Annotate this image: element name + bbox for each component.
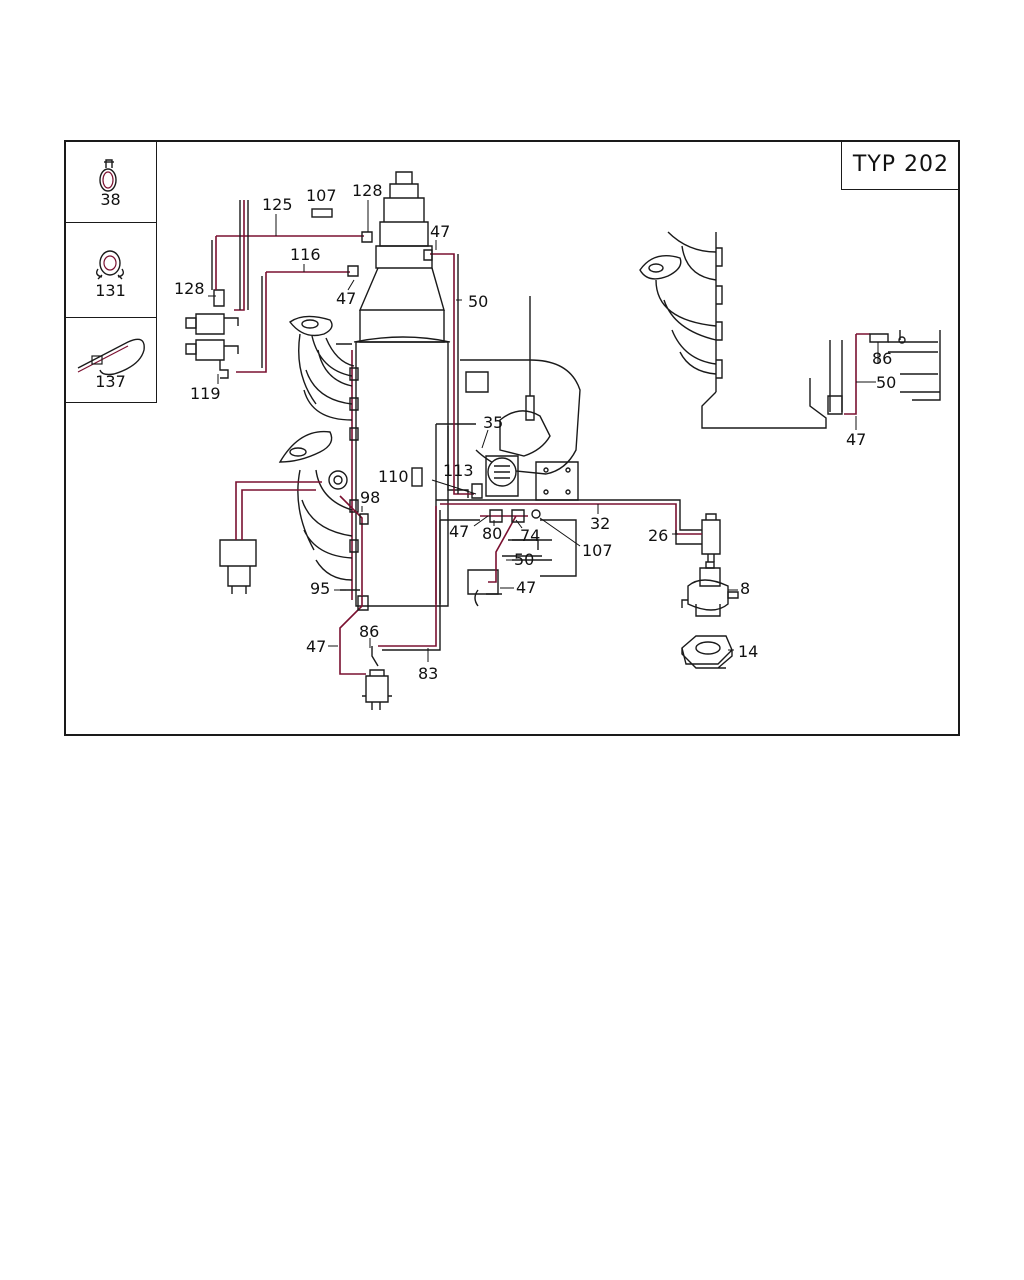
callout-35: 35	[483, 413, 503, 432]
lower-left-valve	[219, 481, 322, 594]
hose-clamp-icon	[99, 159, 117, 192]
callout-110: 110	[378, 467, 409, 486]
callout-8: 8	[740, 579, 750, 598]
callout-labels: 125 107 128 47 116 128 47 50 119 35 86 5…	[174, 181, 896, 683]
callout-95: 95	[310, 579, 330, 598]
callout-86: 86	[359, 622, 379, 641]
callout-107: 107	[582, 541, 613, 560]
left-manifold-lower	[278, 430, 359, 581]
right-manifold	[639, 231, 941, 429]
callout-113: 113	[443, 461, 474, 480]
callout-116: 116	[290, 245, 321, 264]
callout-98: 98	[360, 488, 380, 507]
leader-lines	[208, 200, 879, 662]
legend-item-131: 131	[64, 223, 157, 318]
callout-47: 47	[336, 289, 356, 308]
callout-47: 47	[516, 578, 536, 597]
type-label: TYP 202	[841, 140, 960, 190]
left-valve-block	[185, 289, 239, 379]
callout-47: 47	[306, 637, 326, 656]
callout-50: 50	[514, 550, 534, 569]
callout-50: 50	[876, 373, 896, 392]
engine-block	[351, 171, 451, 607]
callout-128: 128	[174, 279, 205, 298]
legend-item-137: 137	[64, 318, 157, 403]
callout-80: 80	[482, 524, 502, 543]
callout-74: 74	[520, 526, 540, 545]
callout-86: 86	[872, 349, 892, 368]
callout-47: 47	[846, 430, 866, 449]
bottom-valve	[362, 669, 392, 710]
callout-47: 47	[449, 522, 469, 541]
valve-26	[701, 513, 721, 562]
callout-107: 107	[306, 186, 337, 205]
legend-number: 38	[100, 190, 121, 209]
callout-32: 32	[590, 514, 610, 533]
legend-number: 137	[95, 372, 126, 391]
left-manifold-upper	[288, 315, 359, 441]
callout-125: 125	[262, 195, 293, 214]
sensor-8	[681, 561, 739, 617]
callout-14: 14	[738, 642, 758, 661]
diagram-frame	[64, 140, 960, 736]
callout-119: 119	[190, 384, 221, 403]
callout-47: 47	[430, 222, 450, 241]
callout-83: 83	[418, 664, 438, 683]
spring-clamp-icon	[95, 250, 125, 280]
callout-50: 50	[468, 292, 488, 311]
parts-legend: 38 131 137	[64, 140, 157, 403]
callout-128: 128	[352, 181, 383, 200]
cable-tie-icon	[77, 338, 145, 376]
part-107-icon	[311, 208, 333, 218]
part-110-icon	[411, 467, 423, 487]
legend-item-38: 38	[64, 140, 157, 223]
legend-number: 131	[95, 281, 126, 300]
callout-26: 26	[648, 526, 668, 545]
